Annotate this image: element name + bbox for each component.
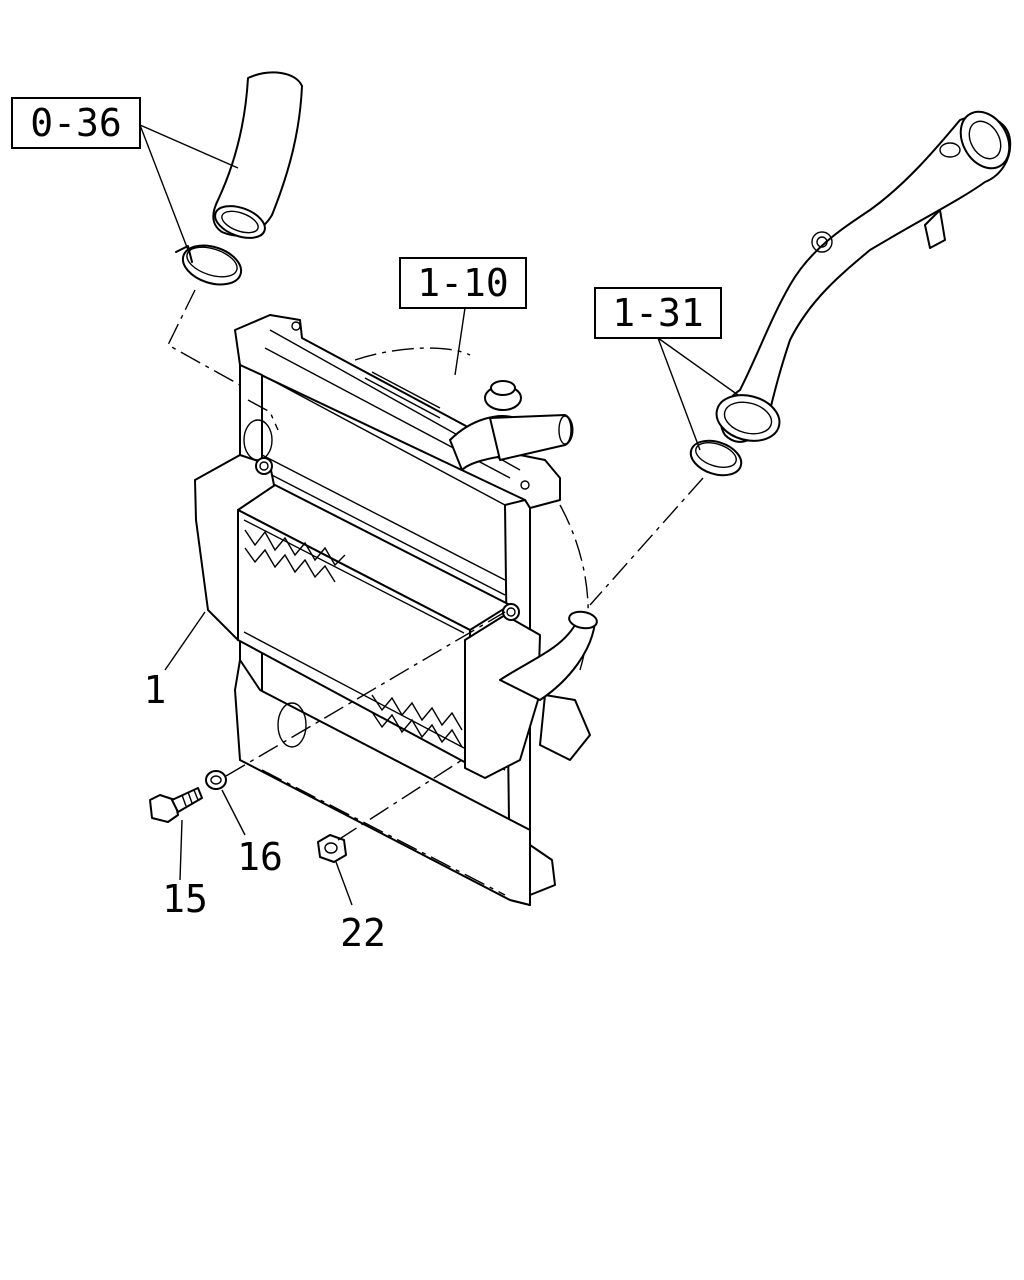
nut-22 — [317, 834, 347, 863]
ref-label-0-36: 0-36 — [30, 101, 122, 145]
ref-box-1-10: 1-10 — [399, 257, 527, 309]
bolt-15 — [149, 787, 203, 823]
leader-lines — [139, 124, 739, 906]
callout-16: 16 — [237, 835, 283, 879]
callout-15: 15 — [162, 877, 208, 921]
upper-left-hose-clamp — [175, 244, 243, 286]
ref-label-1-31: 1-31 — [612, 291, 704, 335]
callout-22: 22 — [340, 911, 386, 955]
ref-box-0-36: 0-36 — [11, 97, 141, 149]
intercooler — [194, 419, 598, 779]
callout-1: 1 — [144, 668, 167, 712]
assembly-lines — [167, 289, 704, 841]
upper-left-hose — [212, 71, 303, 239]
intake-pipe — [715, 110, 1012, 443]
washer-16 — [205, 770, 227, 790]
radiator — [234, 314, 591, 906]
fan-shroud-outline — [354, 347, 589, 671]
ref-label-1-10: 1-10 — [417, 261, 509, 305]
intake-pipe-clamp — [689, 439, 743, 477]
ref-box-1-31: 1-31 — [594, 287, 722, 339]
